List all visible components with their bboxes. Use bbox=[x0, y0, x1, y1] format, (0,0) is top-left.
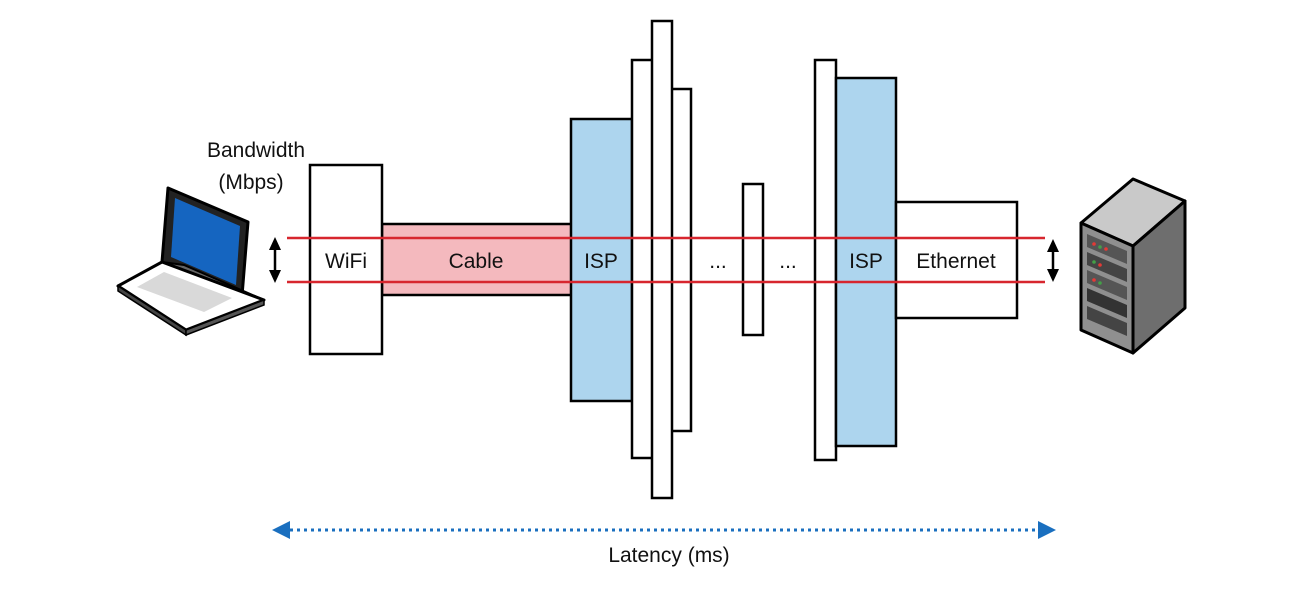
ellipsis-left: ... bbox=[709, 250, 727, 273]
ethernet-label: Ethernet bbox=[916, 250, 996, 273]
ethernet-segment bbox=[894, 200, 1019, 320]
router-bar bbox=[669, 87, 693, 433]
router-bar bbox=[630, 58, 655, 460]
isp-right-label: ISP bbox=[849, 250, 883, 273]
router-bar-small bbox=[741, 182, 765, 337]
wifi-label: WiFi bbox=[325, 250, 367, 273]
bandwidth-arrow-left bbox=[269, 237, 281, 283]
bandwidth-label-line2: (Mbps) bbox=[218, 171, 283, 194]
isp-left-segment bbox=[569, 117, 634, 403]
router-bar bbox=[650, 19, 674, 500]
router-bar bbox=[813, 58, 838, 462]
wifi-segment bbox=[308, 163, 384, 356]
latency-arrow bbox=[272, 521, 1056, 539]
isp-left-label: ISP bbox=[584, 250, 618, 273]
bandwidth-label-line1: Bandwidth bbox=[207, 139, 305, 162]
ellipsis-right: ... bbox=[779, 250, 797, 273]
server-rack-icon bbox=[1079, 177, 1187, 355]
cable-label: Cable bbox=[449, 250, 504, 273]
bandwidth-arrow-right bbox=[1047, 239, 1059, 282]
isp-right-segment bbox=[834, 76, 898, 448]
latency-label: Latency (ms) bbox=[608, 544, 729, 567]
laptop-icon bbox=[116, 186, 266, 337]
